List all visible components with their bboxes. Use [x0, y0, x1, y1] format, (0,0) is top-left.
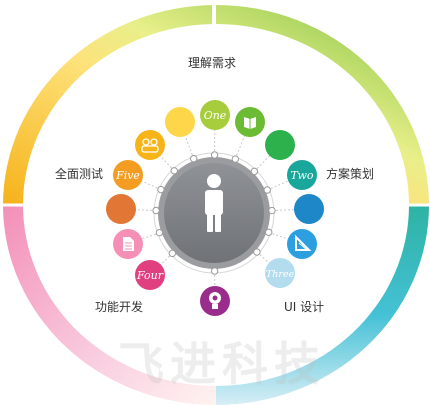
hub-dot — [168, 249, 177, 258]
outer-ring — [0, 4, 430, 405]
step-node: Four — [135, 260, 165, 290]
step-node: Three — [265, 258, 295, 288]
hub-ring-dots — [152, 151, 276, 275]
book-icon — [244, 117, 256, 129]
hub-dot — [155, 228, 164, 237]
step-node — [287, 229, 317, 259]
step-node — [265, 130, 295, 160]
ring-segment-bottom-right — [216, 205, 429, 405]
step-node-label: Five — [115, 169, 140, 182]
step-node — [294, 194, 324, 224]
step-node — [135, 130, 165, 160]
company-watermark: 飞进科技 — [118, 337, 326, 391]
step-node-label: One — [204, 109, 227, 122]
label-understand-requirements: 理解需求 — [188, 56, 237, 70]
label-full-testing: 全面测试 — [55, 167, 104, 181]
hub-dot — [250, 167, 259, 176]
hub-dot — [190, 154, 198, 163]
step-node: One — [200, 100, 230, 130]
label-feature-development: 功能开发 — [95, 300, 144, 314]
label-solution-planning: 方案策划 — [326, 167, 375, 181]
label-ui-design: UI 设计 — [284, 300, 325, 314]
step-node — [200, 286, 230, 316]
step-node: Five — [113, 160, 143, 190]
step-node-label: Four — [136, 269, 164, 282]
connector-line — [127, 232, 160, 245]
step-node — [113, 229, 143, 259]
hub-dot — [152, 206, 160, 215]
hub-dot — [210, 267, 219, 275]
ring-segment-bottom-left — [3, 205, 216, 405]
step-node: Two — [287, 160, 317, 190]
step-node-label: Three — [266, 269, 295, 280]
hub-dot — [265, 228, 273, 236]
team-icon — [141, 138, 159, 153]
ruler-icon — [295, 234, 312, 251]
hub-dot — [231, 155, 240, 163]
hub-dot — [170, 167, 178, 175]
hub-dot — [263, 186, 271, 194]
step-node — [165, 107, 195, 137]
hub-dot — [210, 151, 219, 159]
step-node — [235, 107, 265, 137]
hub-dot — [268, 206, 276, 215]
step-node-label: Two — [291, 169, 314, 182]
person-icon — [205, 174, 223, 232]
document-icon — [123, 237, 134, 251]
hub-dot — [157, 185, 165, 194]
hub-dot — [253, 248, 261, 256]
lightbulb-icon — [209, 292, 221, 309]
step-node — [106, 194, 136, 224]
